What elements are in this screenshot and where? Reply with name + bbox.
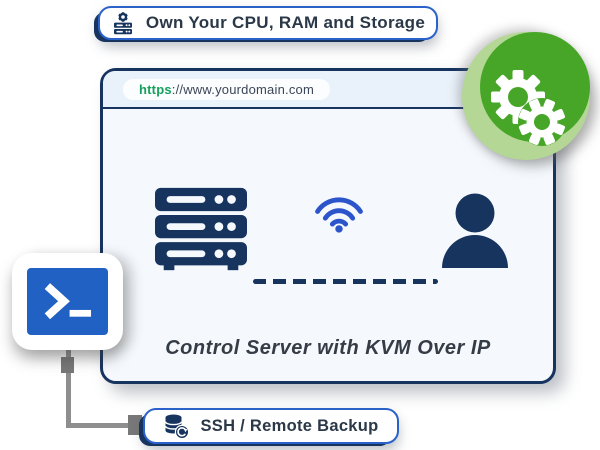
url-host: ://www.yourdomain.com bbox=[171, 81, 314, 97]
feature-badge-label: Own Your CPU, RAM and Storage bbox=[145, 13, 426, 32]
url-bar: https://www.yourdomain.com bbox=[123, 78, 330, 100]
server-gear-icon bbox=[113, 12, 132, 35]
wifi-icon bbox=[315, 197, 363, 233]
feature-badge-ssh-backup: SSH / Remote Backup bbox=[143, 408, 399, 444]
gears-bubble bbox=[462, 32, 590, 160]
connector-horizontal-line bbox=[66, 423, 140, 428]
gears-icon bbox=[491, 70, 566, 146]
browser-body: Control Server with KVM Over IP bbox=[103, 109, 553, 382]
terminal-icon bbox=[27, 268, 108, 335]
connector-vertical-line bbox=[66, 345, 71, 428]
dashed-connection-line bbox=[253, 279, 438, 284]
connector-joint-badge bbox=[128, 415, 142, 435]
feature-badge-label: SSH / Remote Backup bbox=[200, 416, 379, 435]
terminal-card bbox=[12, 253, 123, 350]
user-icon bbox=[442, 193, 508, 268]
feature-badge-cpu-ram-storage: Own Your CPU, RAM and Storage bbox=[98, 6, 438, 40]
window-caption: Control Server with KVM Over IP bbox=[165, 337, 491, 359]
database-sync-icon bbox=[165, 414, 190, 439]
server-rack-icon bbox=[155, 187, 247, 271]
connector-joint-top bbox=[61, 357, 74, 373]
url-scheme: https bbox=[139, 81, 172, 97]
